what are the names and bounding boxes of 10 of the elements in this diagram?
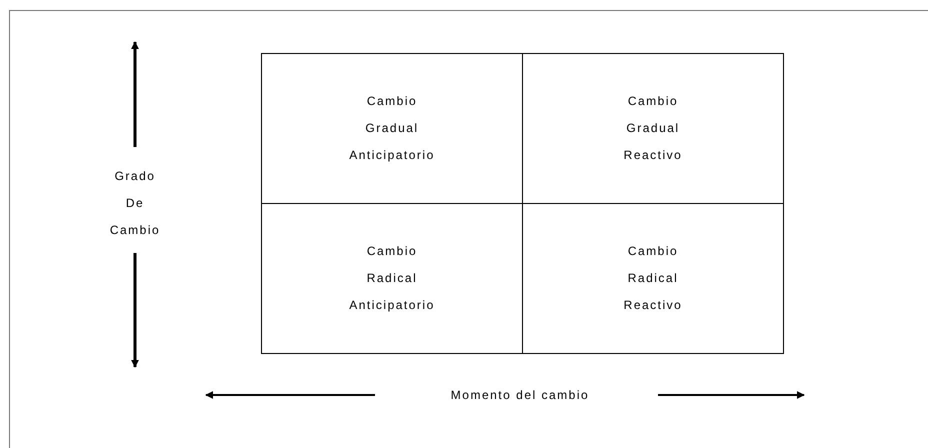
matrix-quadrant [522,203,784,354]
axis-label: Momento del cambio [450,387,590,403]
quadrant-label: Cambio Radical Anticipatorio [349,243,435,314]
matrix-quadrant [261,53,523,204]
axis-label: Grado De Cambio [110,168,160,239]
matrix-quadrant [522,53,784,204]
quadrant-label: Cambio Gradual Reactivo [624,93,682,164]
quadrant-label: Cambio Gradual Anticipatorio [349,93,435,164]
matrix-quadrant [261,203,523,354]
quadrant-label: Cambio Radical Reactivo [624,243,682,314]
